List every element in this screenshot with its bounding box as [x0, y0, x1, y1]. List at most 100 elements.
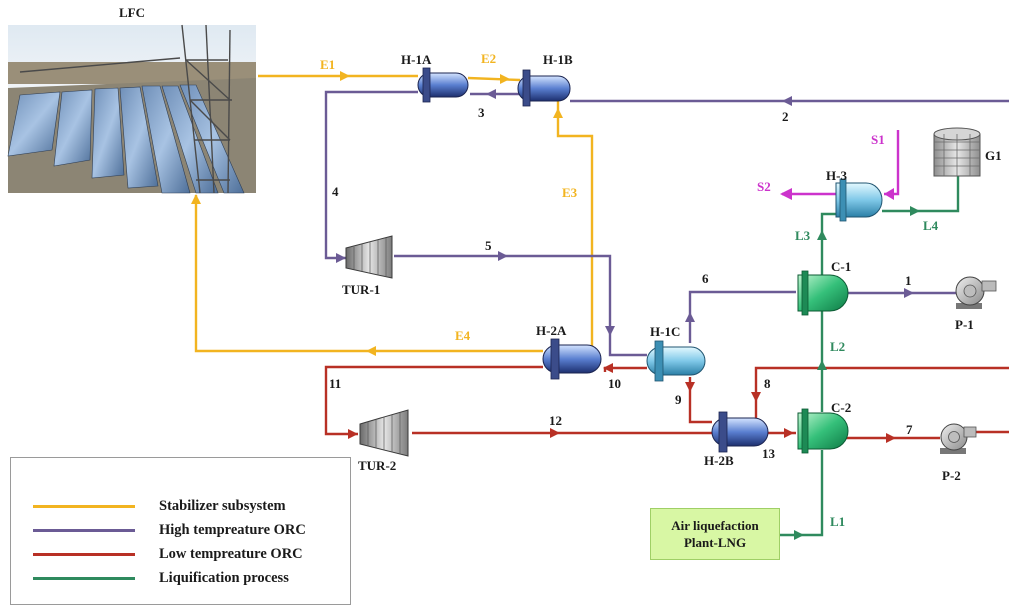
label-e3: E3 [562, 185, 578, 200]
arrow-l4 [910, 206, 920, 216]
arrow-l3 [817, 230, 827, 240]
arrow-10 [603, 363, 613, 373]
label-stream-5: 5 [485, 238, 492, 253]
arrow-e1 [340, 71, 350, 81]
arrow-e3 [553, 108, 563, 118]
turbine-tur1[interactable] [345, 235, 393, 279]
label-l3: L3 [795, 228, 811, 243]
label-stream-9: 9 [675, 392, 682, 407]
legend: Stabilizer subsystem High tempreature OR… [10, 457, 351, 605]
heat-exchanger-h1a[interactable] [417, 67, 469, 103]
legend-label-stabilizer: Stabilizer subsystem [159, 497, 286, 514]
pipe-s1 [884, 130, 900, 196]
heat-exchanger-h2a[interactable] [542, 338, 602, 380]
label-stream-2: 2 [782, 109, 789, 124]
pipe-4 [324, 90, 418, 260]
heat-exchanger-h1c[interactable] [646, 340, 706, 382]
lfc-label: LFC [119, 5, 145, 20]
arrow-4 [336, 253, 346, 263]
lfc-solar-field-image [7, 24, 256, 194]
legend-swatch-high-orc [33, 528, 135, 532]
pipe-l1 [778, 450, 824, 537]
arrow-1 [904, 288, 914, 298]
plant-label-line2: Plant-LNG [683, 535, 747, 550]
pump-p1[interactable] [955, 276, 997, 309]
label-h1b: H-1B [543, 52, 573, 67]
turbine-tur2[interactable] [359, 409, 409, 457]
pump-p2[interactable] [940, 423, 977, 454]
plant-label-line1: Air liquefaction [671, 518, 759, 533]
arrow-5 [498, 251, 508, 261]
heat-exchanger-h1b[interactable] [517, 69, 571, 107]
pipe-l3 [820, 212, 836, 275]
arrow-l1 [794, 530, 804, 540]
label-stream-11: 11 [329, 376, 341, 391]
arrow-6 [685, 312, 695, 322]
pipe-8 [754, 366, 1009, 420]
arrow-e2 [500, 74, 510, 84]
arrow-8 [751, 392, 761, 402]
pipe-e4 [194, 195, 543, 353]
arrow-9 [685, 382, 695, 392]
pipe-11 [324, 365, 543, 436]
arrow-5-down [605, 326, 615, 336]
arrow-s2 [780, 188, 792, 200]
legend-label-liquefaction: Liquification process [159, 569, 289, 586]
air-liquefaction-plant-box[interactable]: Air liquefaction Plant-LNG [650, 508, 780, 560]
heat-exchanger-h2b[interactable] [711, 411, 769, 453]
label-e2: E2 [481, 51, 496, 66]
pipe-e2 [467, 76, 521, 82]
arrow-3 [486, 89, 496, 99]
label-c1: C-1 [831, 259, 851, 274]
legend-item-stabilizer: Stabilizer subsystem [33, 496, 286, 516]
legend-swatch-stabilizer [33, 504, 135, 508]
legend-label-low-orc: Low tempreature ORC [159, 545, 303, 562]
label-h1a: H-1A [401, 52, 432, 67]
label-s2: S2 [757, 179, 771, 194]
label-p2: P-2 [942, 468, 961, 483]
tank-g1[interactable] [933, 127, 981, 177]
label-stream-4: 4 [332, 184, 339, 199]
arrow-13 [784, 428, 794, 438]
label-e1: E1 [320, 57, 335, 72]
condenser-c1[interactable] [797, 270, 849, 316]
legend-swatch-liquefaction [33, 576, 135, 580]
arrow-12 [550, 428, 560, 438]
label-tur2: TUR-2 [358, 458, 396, 473]
arrow-7 [886, 433, 896, 443]
label-h2a: H-2A [536, 323, 567, 338]
label-l2: L2 [830, 339, 845, 354]
arrow-l2 [817, 360, 827, 370]
label-l1: L1 [830, 514, 845, 529]
heat-exchanger-h3[interactable] [835, 178, 883, 222]
label-h1c: H-1C [650, 324, 680, 339]
label-stream-10: 10 [608, 376, 621, 391]
arrow-s1 [884, 188, 894, 200]
legend-item-low-orc: Low tempreature ORC [33, 544, 303, 564]
pipe-e3 [556, 101, 594, 350]
pipe-5 [394, 254, 647, 357]
label-h2b: H-2B [704, 453, 734, 468]
label-stream-3: 3 [478, 105, 485, 120]
label-stream-13: 13 [762, 446, 776, 461]
legend-label-high-orc: High tempreature ORC [159, 521, 306, 538]
legend-item-liquefaction: Liquification process [33, 568, 289, 588]
label-g1: G1 [985, 148, 1002, 163]
condenser-c2[interactable] [797, 408, 849, 454]
label-l4: L4 [923, 218, 939, 233]
legend-item-high-orc: High tempreature ORC [33, 520, 306, 540]
arrow-2 [782, 96, 792, 106]
arrow-11 [348, 429, 358, 439]
pipe-6 [688, 290, 796, 343]
label-c2: C-2 [831, 400, 851, 415]
label-stream-6: 6 [702, 271, 709, 286]
pipe-l4 [882, 176, 960, 213]
arrow-e4 [366, 346, 376, 356]
label-stream-1: 1 [905, 273, 912, 288]
label-p1: P-1 [955, 317, 974, 332]
legend-swatch-low-orc [33, 552, 135, 556]
label-tur1: TUR-1 [342, 282, 380, 297]
label-stream-12: 12 [549, 413, 562, 428]
label-h3: H-3 [826, 168, 847, 183]
